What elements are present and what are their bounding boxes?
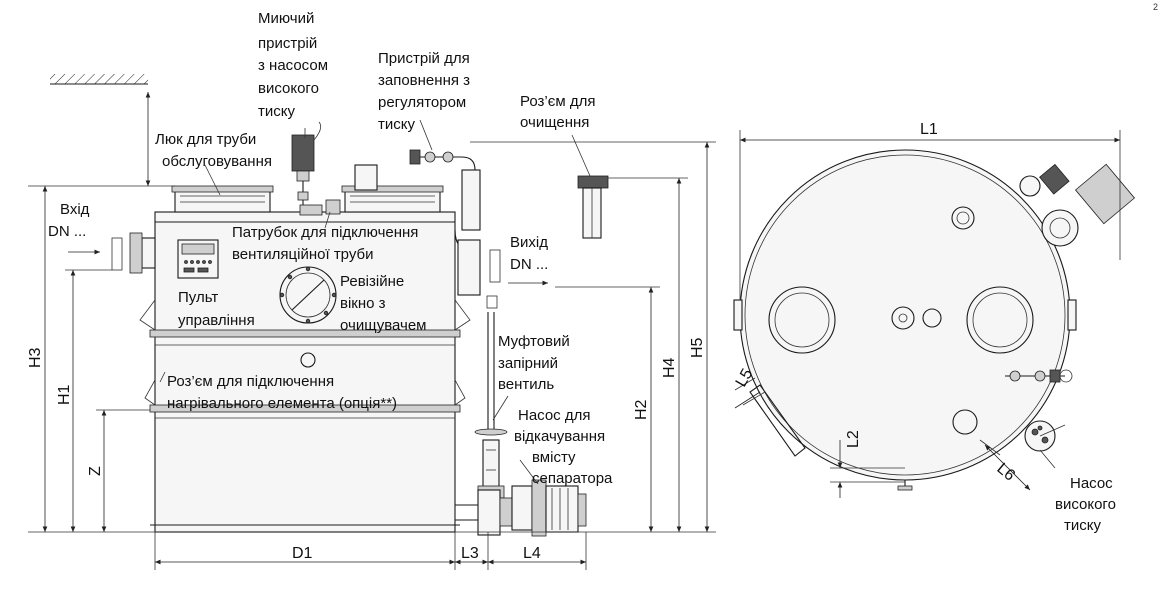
top-view [733, 130, 1136, 498]
heater-connector [300, 352, 316, 368]
callout-pump: Насос для відкачування вмісту сепаратора [514, 407, 613, 487]
evacuation-pump [455, 479, 587, 537]
cleaning-connector [577, 175, 609, 239]
callout-window: Ревізійне вікно з очищувачем [340, 273, 427, 334]
top-hp-pump [1024, 420, 1066, 452]
callout-vent: Патрубок для підключення вентиляційної т… [232, 224, 423, 263]
callout-heater: Роз’єм для підключення нагрівального еле… [167, 373, 397, 412]
dim-L6: L6 [993, 460, 1018, 485]
port-left [768, 286, 836, 354]
dim-Z: Z [87, 466, 104, 476]
callout-labels: Миючий пристрій з насосом високого тиску… [48, 10, 1120, 534]
inlet-pipe [111, 232, 156, 274]
dim-H5: H5 [689, 337, 706, 358]
ceiling-symbol [50, 74, 148, 85]
filling-pipe [409, 149, 481, 296]
control-panel [177, 239, 219, 279]
callout-panel: Пульт управління [178, 289, 255, 329]
dim-L4: L4 [523, 545, 541, 562]
dim-L2: L2 [845, 430, 862, 448]
hatch-cover-2 [344, 189, 441, 213]
dim-H3: H3 [27, 347, 44, 368]
dim-H1: H1 [56, 384, 73, 405]
callout-outlet: Вихід DN ... [510, 234, 552, 273]
side-view [28, 74, 716, 570]
dim-H4: H4 [661, 357, 678, 378]
callout-washer: Миючий пристрій з насосом високого тиску [258, 10, 332, 120]
top-filler [1005, 369, 1073, 383]
outlet-coupling [489, 249, 501, 283]
upper-flange [149, 329, 461, 338]
callout-filler: Пристрій для заповнення з регулятором ти… [378, 50, 474, 133]
callout-valve: Муфтовий запірний вентиль [498, 333, 574, 393]
dim-L1: L1 [920, 121, 938, 138]
page-number: 2 [1153, 2, 1158, 12]
callout-hp-pump: Насос високого тиску [1055, 475, 1120, 534]
dim-H2: H2 [633, 399, 650, 420]
top-box [354, 164, 378, 191]
dim-L5: L5 [733, 366, 757, 390]
callout-cleaning: Роз’єм для очищення [520, 93, 600, 131]
dim-D1: D1 [292, 545, 313, 562]
callout-inlet: Вхід DN ... [48, 201, 94, 240]
inspection-window [279, 266, 337, 324]
lower-flange [149, 404, 461, 413]
port-right [966, 286, 1034, 354]
callout-hatch: Люк для труби обслуговування [155, 131, 272, 170]
washer-device [291, 121, 341, 216]
hatch-cover [174, 189, 271, 213]
dim-L3: L3 [461, 545, 479, 562]
